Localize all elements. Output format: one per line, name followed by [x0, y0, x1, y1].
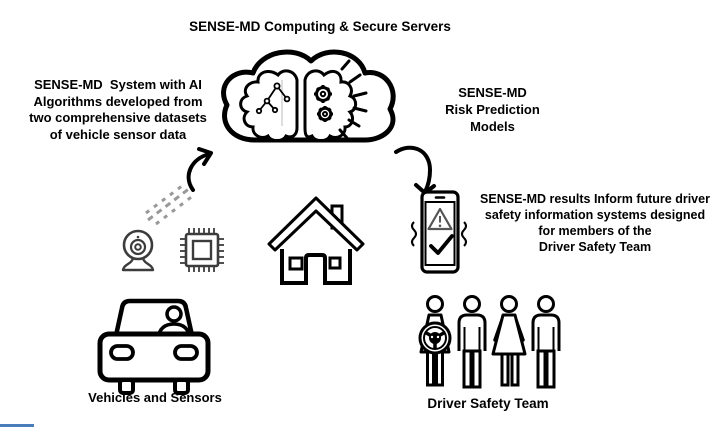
driver-safety-team-label: Driver Safety Team: [427, 396, 549, 411]
results-description-note: SENSE-MD results Inform future driver sa…: [480, 192, 710, 254]
phone-alert-check-icon: [406, 186, 472, 280]
man-figure: [457, 295, 487, 389]
woman-figure: [491, 295, 527, 387]
house-icon: [265, 192, 367, 288]
microchip-icon: [174, 226, 230, 274]
radiating-dashes-icon: [338, 59, 368, 140]
figure-border-fragment: [0, 424, 34, 427]
webcam-icon: [112, 226, 164, 276]
checkmark-icon: [429, 234, 454, 255]
warning-triangle-icon: [427, 207, 453, 231]
diagram-title: SENSE-MD Computing & Secure Servers: [189, 19, 451, 34]
steering-wheel-icon: [418, 321, 452, 355]
driver-figure: [418, 295, 452, 387]
network-tree-icon: [239, 69, 299, 142]
cloud-ai-brain-icon: [211, 42, 403, 154]
signal-transmission-icon: [144, 182, 196, 226]
curved-arrow-up-right-icon: [183, 146, 231, 192]
system-description-note: SENSE-MD System with AI Algorithms devel…: [29, 77, 207, 142]
people-group-driver-icon: [413, 294, 563, 398]
car-with-driver-icon: [88, 288, 220, 396]
man-figure: [531, 295, 561, 389]
risk-prediction-note: SENSE-MD Risk Prediction Models: [445, 85, 540, 134]
